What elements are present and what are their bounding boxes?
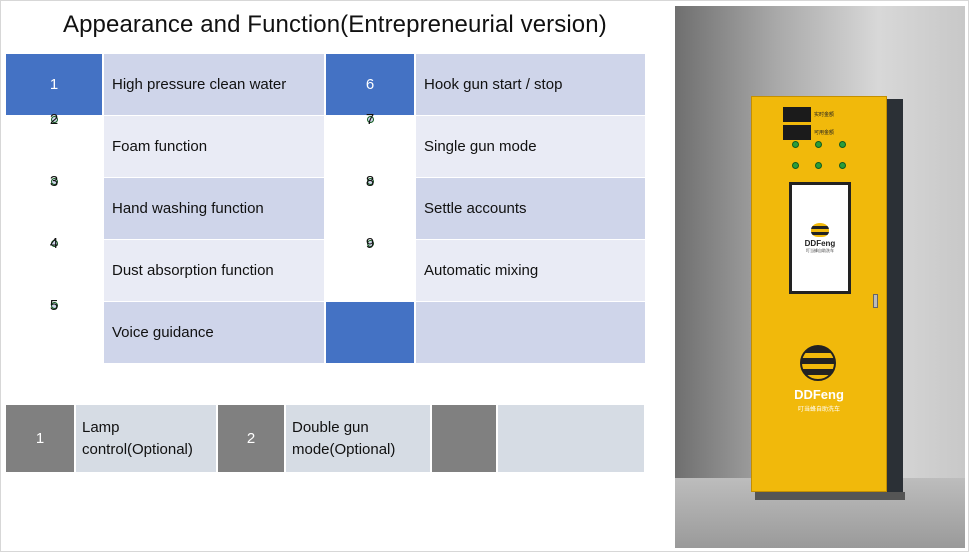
bee-logo-icon xyxy=(811,222,829,237)
slide-title: Appearance and Function(Entrepreneurial … xyxy=(63,11,607,38)
optional-number-empty xyxy=(432,405,496,472)
button-light xyxy=(815,141,823,148)
button-light xyxy=(838,141,846,148)
feature-number: 9 xyxy=(365,235,375,252)
optional-label: Double gun mode(Optional) xyxy=(286,405,430,472)
feature-table: 1 High pressure clean water 6 Hook gun s… xyxy=(6,54,645,363)
machine-screen: DDFeng 叮当蜂自助洗车 xyxy=(789,182,851,294)
feature-number: 4 xyxy=(49,235,59,252)
optional-number: 2 xyxy=(218,405,284,472)
feature-label: Automatic mixing xyxy=(416,240,645,301)
feature-number: 7 xyxy=(365,111,375,128)
feature-label: Foam function xyxy=(104,116,324,177)
machine-brand-sub: 叮当蜂自助洗车 xyxy=(797,407,840,413)
optional-table: 1 Lamp control(Optional) 2 Double gun mo… xyxy=(6,405,644,472)
amount-display xyxy=(783,107,811,122)
button-light xyxy=(792,162,800,169)
button-light xyxy=(792,141,800,148)
feature-number: 3 xyxy=(49,173,59,190)
machine-base xyxy=(755,492,905,500)
display-label: 实时金额 xyxy=(814,112,835,118)
screen-brand-sub: 叮当蜂自助洗车 xyxy=(806,247,834,253)
bee-logo-icon xyxy=(800,345,836,381)
feature-label: Hand washing function xyxy=(104,178,324,239)
button-panel xyxy=(784,141,854,169)
optional-number: 1 xyxy=(6,405,74,472)
feature-number: 5 xyxy=(49,297,59,314)
machine-photo: 实时金额 可用金额 DDFeng 叮当蜂自助洗车 DDFeng 叮当蜂自助洗车 xyxy=(675,6,965,548)
feature-number: 1 xyxy=(6,54,102,115)
button-light xyxy=(815,162,823,169)
feature-label: Dust absorption function xyxy=(104,240,324,301)
feature-label: Single gun mode xyxy=(416,116,645,177)
feature-number: 2 xyxy=(49,111,59,128)
feature-label: Hook gun start / stop xyxy=(416,54,645,115)
feature-number: 6 xyxy=(326,54,414,115)
feature-label-empty xyxy=(416,302,645,363)
optional-label-empty xyxy=(498,405,644,472)
screen-brand: DDFeng xyxy=(804,238,836,248)
machine-brand: DDFeng xyxy=(794,387,844,402)
car-wash-machine: 实时金额 可用金额 DDFeng 叮当蜂自助洗车 DDFeng 叮当蜂自助洗车 xyxy=(751,96,887,492)
feature-label: High pressure clean water xyxy=(104,54,324,115)
feature-label: Settle accounts xyxy=(416,178,645,239)
display-label: 可用金额 xyxy=(814,130,835,136)
button-light xyxy=(838,162,846,169)
feature-label: Voice guidance xyxy=(104,302,324,363)
machine-side-panel xyxy=(885,99,903,495)
optional-label: Lamp control(Optional) xyxy=(76,405,216,472)
feature-number-empty xyxy=(326,302,414,363)
door-lock xyxy=(873,294,878,308)
balance-display xyxy=(783,125,811,140)
feature-number: 8 xyxy=(365,173,375,190)
